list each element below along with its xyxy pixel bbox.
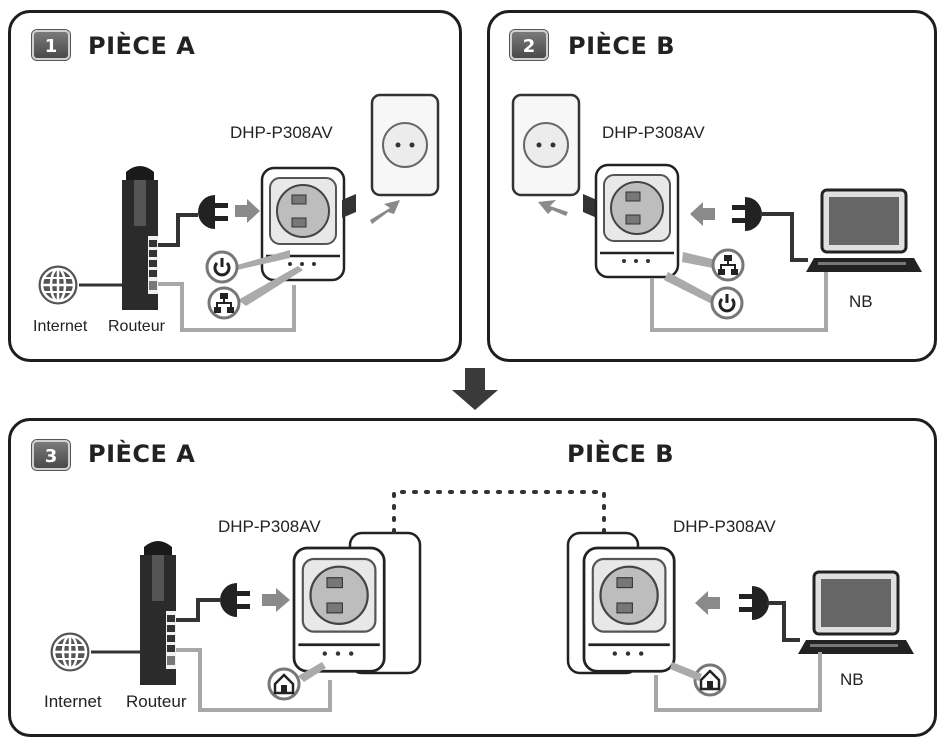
- powerline-adapter: [594, 163, 680, 279]
- power-icon: [205, 250, 239, 284]
- wall-outlet: [370, 93, 440, 197]
- device-label: DHP-P308AV: [602, 123, 705, 142]
- laptop-label: NB: [840, 670, 864, 689]
- device-label: DHP-P308AV: [230, 123, 333, 142]
- plug-icon: [220, 583, 250, 617]
- room-b-title: PIÈCE B: [568, 32, 676, 60]
- powerline-adapter: [260, 166, 346, 282]
- router-device: [140, 541, 176, 685]
- internet-label: Internet: [33, 318, 88, 335]
- network-icon: [711, 248, 745, 282]
- network-icon: [207, 286, 241, 320]
- router-label: Routeur: [126, 692, 187, 711]
- home-icon: [693, 663, 727, 697]
- room-b-title: PIÈCE B: [567, 440, 675, 468]
- powerline-link: [392, 490, 606, 534]
- step-badge-2: 2: [510, 30, 548, 60]
- laptop-computer: [804, 188, 924, 274]
- device-label-a: DHP-P308AV: [218, 517, 321, 536]
- wall-outlet: [511, 93, 581, 197]
- home-icon: [267, 667, 301, 701]
- internet-label: Internet: [44, 692, 102, 711]
- arrow-down-icon: [452, 368, 498, 410]
- plug-icon: [198, 195, 228, 229]
- laptop-computer: [796, 570, 916, 656]
- room-a-title: PIÈCE A: [88, 440, 196, 468]
- powerline-adapter-b: [582, 546, 676, 673]
- device-label-b: DHP-P308AV: [673, 517, 776, 536]
- step-badge-3: 3: [32, 440, 70, 470]
- globe-icon: [35, 262, 81, 308]
- powerline-adapter-a: [292, 546, 386, 673]
- step-badge-1: 1: [32, 30, 70, 60]
- plug-icon: [732, 197, 762, 231]
- globe-icon: [47, 629, 93, 675]
- plug-icon: [739, 586, 769, 620]
- router-device: [122, 166, 158, 310]
- router-label: Routeur: [108, 318, 165, 335]
- laptop-label: NB: [849, 292, 873, 311]
- power-icon: [710, 286, 744, 320]
- room-a-title: PIÈCE A: [88, 32, 196, 60]
